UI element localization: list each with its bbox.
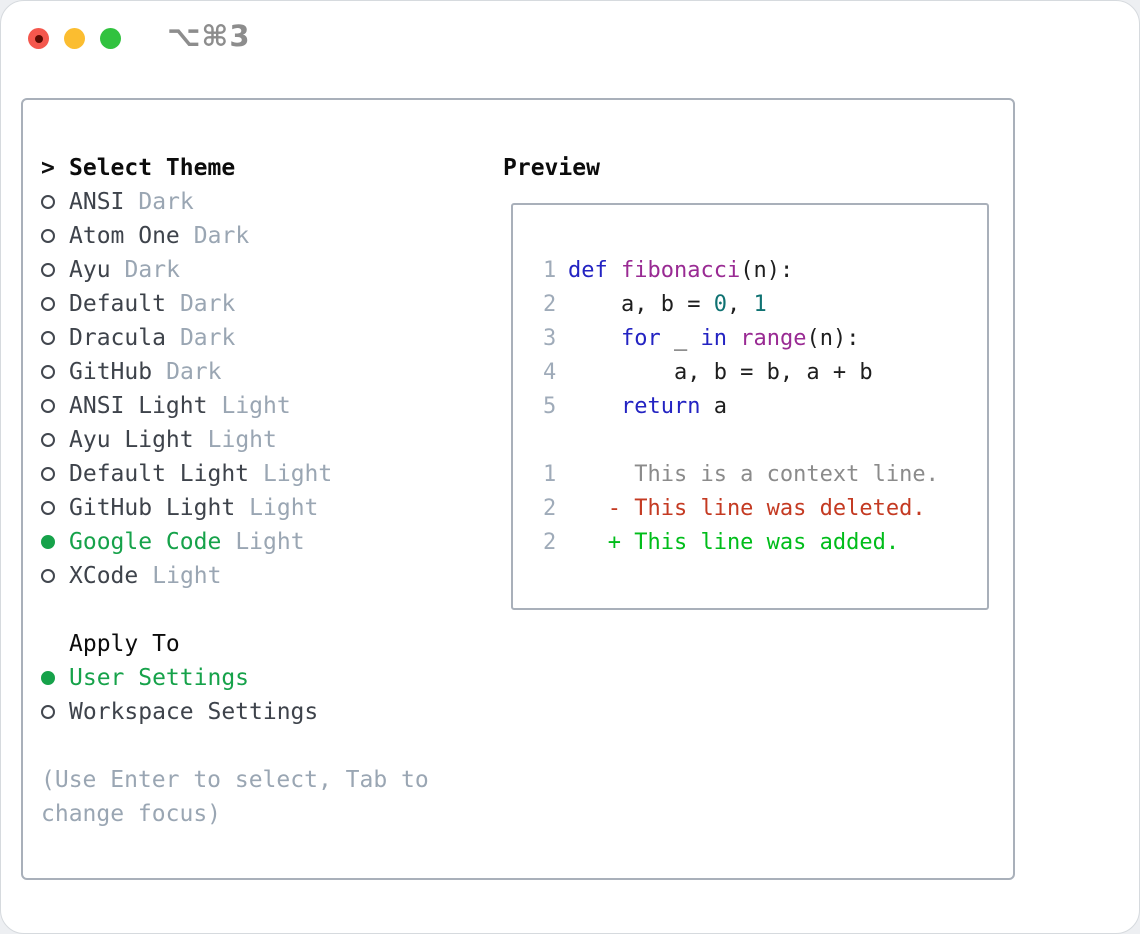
radio-icon [41,467,55,481]
radio-icon [41,297,55,311]
theme-name: GitHub Light [69,495,236,521]
code-line: 1 def fibonacci(n): [543,253,987,287]
theme-variant: Light [263,461,333,487]
selected-radio-icon [41,535,55,549]
theme-option-ayu-light[interactable]: Ayu Light Light [41,423,332,457]
theme-variant: Light [221,393,291,419]
theme-name: Dracula [69,325,166,351]
theme-variant: Dark [124,257,180,283]
radio-icon [41,331,55,345]
theme-option-ayu[interactable]: Ayu Dark [41,253,332,287]
line-number: 1 [543,257,557,283]
code-line: 4 a, b = b, a + b [543,355,987,389]
theme-variant: Dark [138,189,194,215]
minimize-button[interactable] [64,28,85,49]
theme-option-dracula[interactable]: Dracula Dark [41,321,332,355]
close-button[interactable] [28,28,49,49]
theme-name: Default [69,291,166,317]
help-text: (Use Enter to select, Tab to change focu… [41,767,429,827]
apply-option-user-settings[interactable]: User Settings [41,661,318,695]
line-number: 5 [543,393,557,419]
radio-icon [41,433,55,447]
theme-name: Ayu Light [69,427,194,453]
code-text: a, b = 0, 1 [568,291,767,317]
radio-icon [41,569,55,583]
theme-name: ANSI [69,189,125,215]
radio-icon [41,365,55,379]
theme-option-atom-one[interactable]: Atom One Dark [41,219,332,253]
line-number: 2 [543,529,557,555]
apply-to-header-row: Apply To [41,627,318,661]
radio-icon [41,263,55,277]
line-number: 3 [543,325,557,351]
theme-variant: Light [152,563,222,589]
line-number: 1 [543,461,557,487]
code-line: 3 for _ in range(n): [543,321,987,355]
code-text: def fibonacci(n): [568,257,794,283]
theme-variant: Light [235,529,305,555]
diff-line-deleted: 2 - This line was deleted. [543,491,987,525]
radio-icon [41,705,55,719]
code-text: return a [620,393,727,419]
preview-title: Preview [503,155,600,181]
apply-option-label: User Settings [69,665,250,691]
diff-line-added: 2 + This line was added. [543,525,987,559]
theme-option-default-light[interactable]: Default Light Light [41,457,332,491]
diff-line-context: 1 This is a context line. [543,457,987,491]
radio-icon [41,501,55,515]
line-number: 2 [543,495,557,521]
theme-variant: Light [249,495,319,521]
maximize-button[interactable] [100,28,121,49]
theme-name: Atom One [69,223,180,249]
apply-option-workspace-settings[interactable]: Workspace Settings [41,695,318,729]
theme-option-xcode[interactable]: XCode Light [41,559,332,593]
window-title: ⌥⌘3 [167,19,251,53]
recording-dot-icon [34,34,43,43]
theme-variant: Dark [193,223,250,249]
radio-icon [41,195,55,209]
theme-option-github[interactable]: GitHub Dark [41,355,332,389]
code-line: 2 a, b = 0, 1 [543,287,987,321]
theme-option-default[interactable]: Default Dark [41,287,332,321]
radio-icon [41,229,55,243]
theme-name: XCode [69,563,139,589]
line-number: 4 [543,359,557,385]
theme-name: Default Light [69,461,250,487]
theme-option-google-code[interactable]: Google Code Light [41,525,332,559]
diff-text: This is a context line. [568,461,939,487]
theme-variant: Light [207,427,277,453]
blank-line [543,423,987,457]
theme-variant: Dark [179,291,236,317]
code-text: for _ in range(n): [620,325,860,351]
theme-name: Ayu [69,257,111,283]
diff-text: - This line was deleted. [568,495,926,521]
theme-name: ANSI Light [69,393,208,419]
diff-text: + This line was added. [568,529,900,555]
code-text: a, b = b, a + b [568,359,873,385]
theme-option-github-light[interactable]: GitHub Light Light [41,491,332,525]
line-number: 2 [543,291,557,317]
radio-icon [41,399,55,413]
theme-variant: Dark [179,325,236,351]
code-line: 5 return a [543,389,987,423]
theme-option-ansi[interactable]: ANSI Dark [41,185,332,219]
theme-name: GitHub [69,359,153,385]
apply-to-title: Apply To [69,631,180,657]
theme-variant: Dark [166,359,222,385]
apply-option-label: Workspace Settings [69,699,319,725]
theme-name: Google Code [69,529,222,555]
selected-radio-icon [41,671,55,685]
theme-list-title: Select Theme [69,155,236,181]
cursor-marker: > [41,155,55,181]
theme-list-header-row: > Select Theme [41,151,332,185]
theme-option-ansi-light[interactable]: ANSI Light Light [41,389,332,423]
